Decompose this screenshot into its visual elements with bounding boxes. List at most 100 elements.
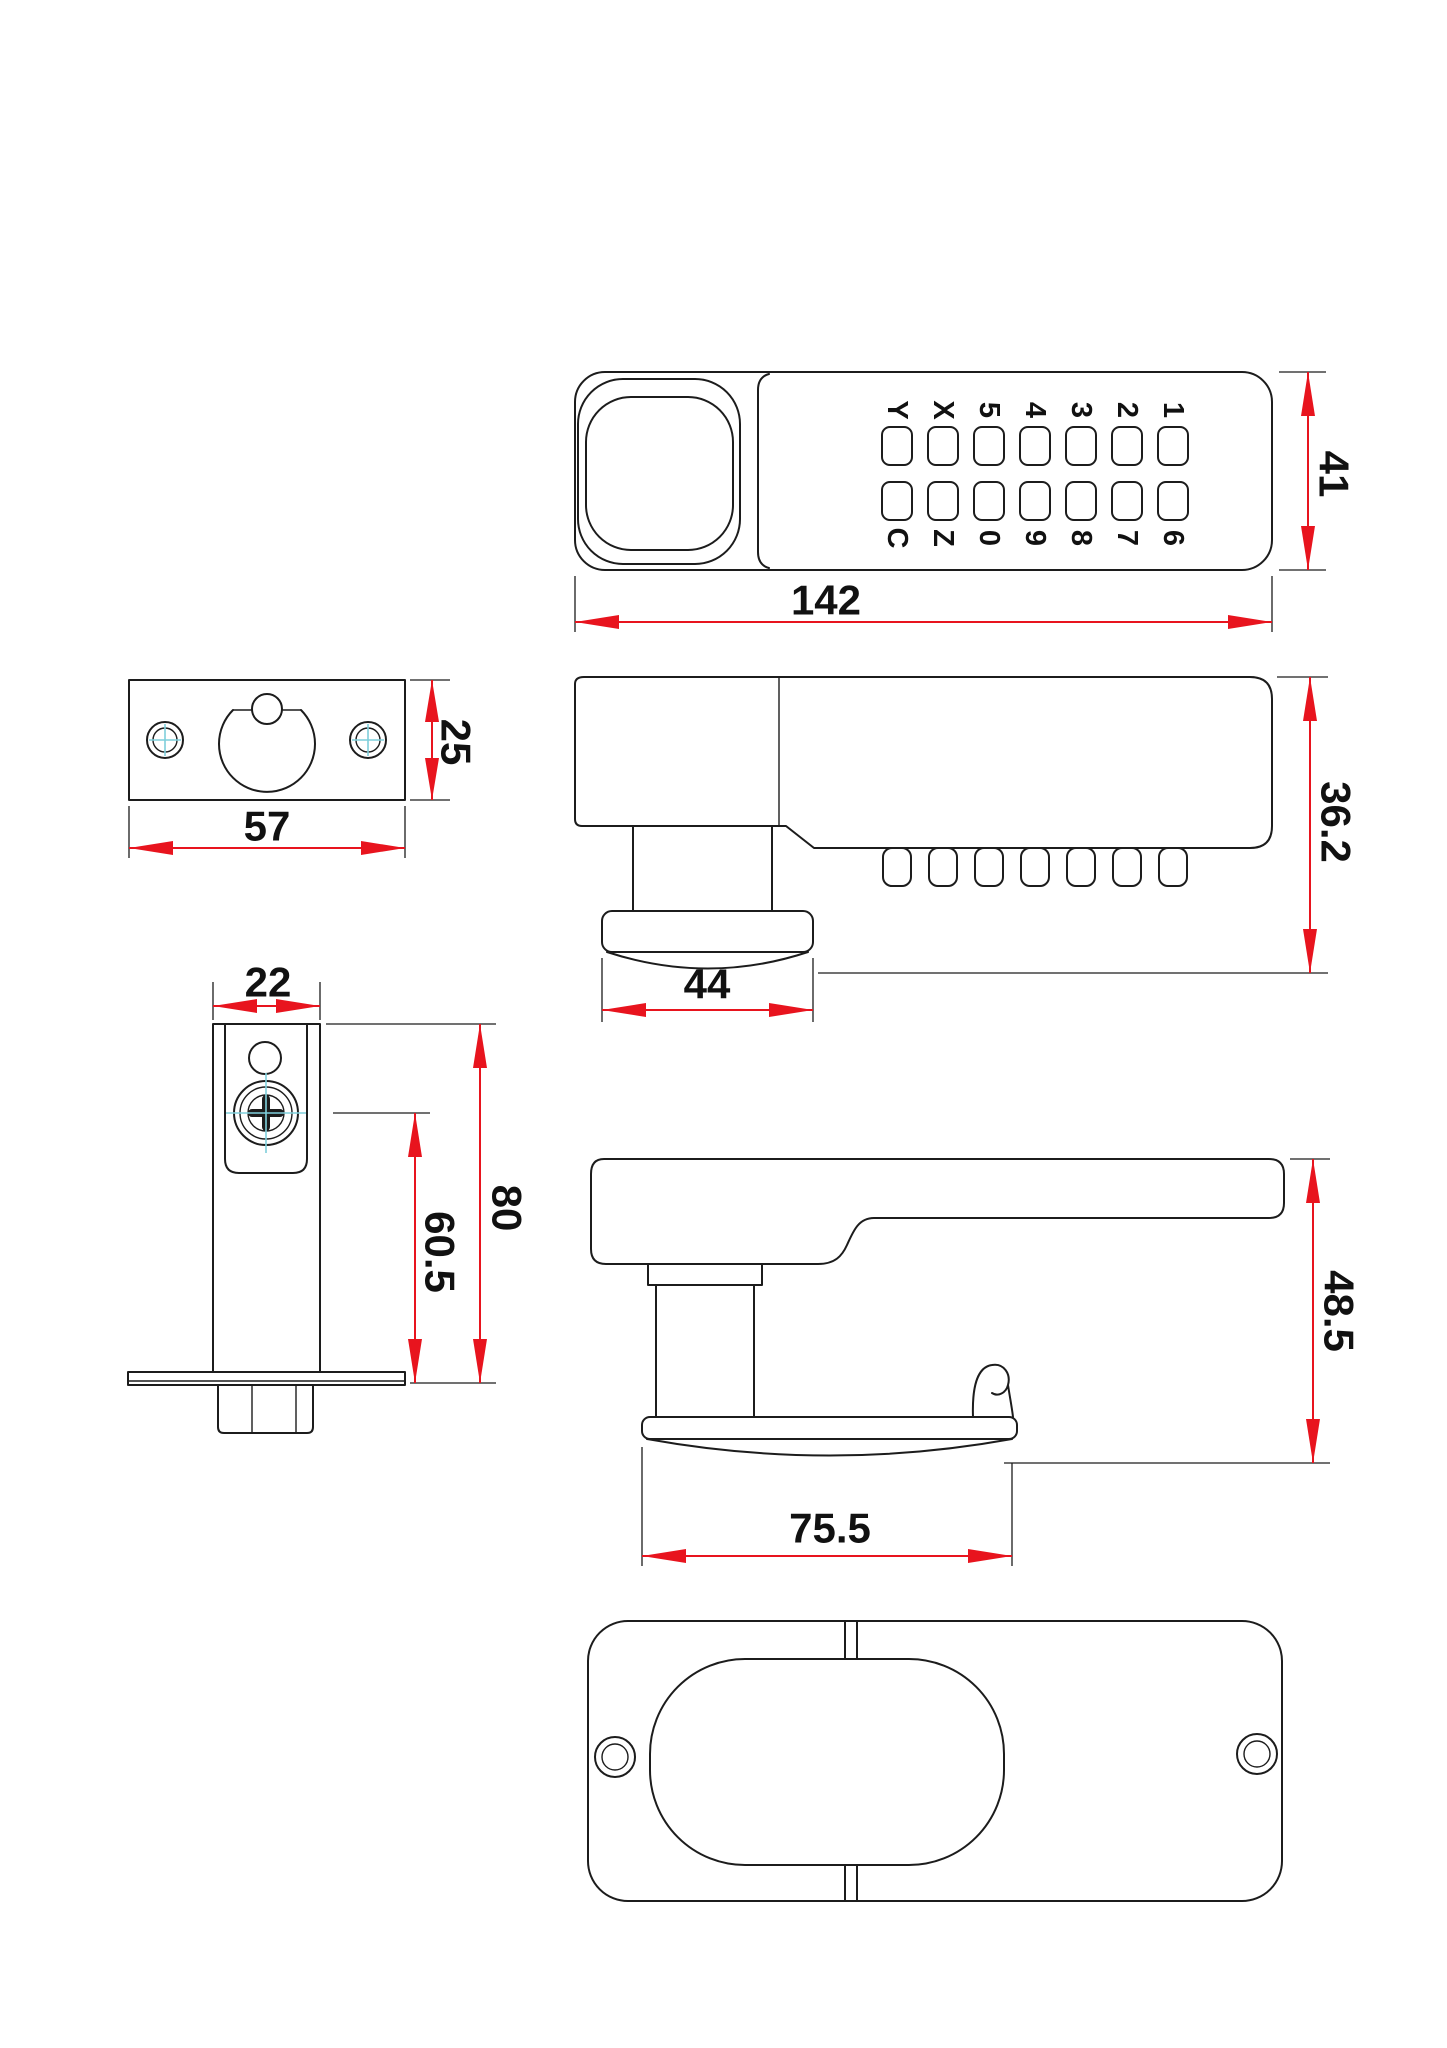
body-side-view: 36.2 44 bbox=[574, 676, 1360, 1022]
spindle-flange-outline bbox=[127, 1371, 406, 1386]
dimension-text: 22 bbox=[245, 959, 292, 1006]
button-stem bbox=[1020, 847, 1050, 887]
keypad-buttons-top-row bbox=[881, 426, 1189, 466]
key-label: 5 bbox=[973, 402, 1005, 418]
key-label: C bbox=[881, 528, 913, 549]
back-plate-view bbox=[587, 1620, 1283, 1902]
screw-hole bbox=[1236, 1733, 1278, 1775]
lever-collar bbox=[647, 1263, 763, 1286]
spindle-tail-block bbox=[217, 1384, 314, 1434]
key-label: 9 bbox=[1019, 530, 1051, 546]
keypad-button bbox=[1111, 426, 1143, 466]
button-stem bbox=[928, 847, 958, 887]
dimension-lever-depth: 48.5 bbox=[1004, 1158, 1363, 1464]
keypad-button bbox=[1065, 426, 1097, 466]
arrowhead-icon bbox=[1306, 1419, 1320, 1463]
spindle-side-view: 22 60.5 80 bbox=[127, 959, 531, 1434]
dimension-faceplate-length: 142 bbox=[574, 576, 1273, 632]
screw-hole bbox=[349, 721, 387, 759]
dimension-spindle-width: 22 bbox=[212, 959, 321, 1020]
key-label: X bbox=[927, 400, 959, 420]
body-outline bbox=[574, 676, 1273, 849]
keypad-button bbox=[1065, 481, 1097, 521]
arrowhead-icon bbox=[473, 1339, 487, 1383]
arrowhead-icon bbox=[473, 1024, 487, 1068]
key-label: Z bbox=[927, 529, 959, 547]
arrowhead-icon bbox=[129, 841, 173, 855]
crosshair-icon bbox=[352, 724, 384, 756]
button-stem bbox=[1066, 847, 1096, 887]
key-label: 1 bbox=[1157, 402, 1189, 418]
pin-hole bbox=[248, 1041, 282, 1075]
knob-divider-line bbox=[757, 373, 770, 569]
arrowhead-icon bbox=[425, 758, 439, 800]
key-label: 8 bbox=[1065, 530, 1097, 546]
back-plate-recess bbox=[649, 1658, 1005, 1866]
key-label: Y bbox=[881, 400, 913, 419]
key-label: 4 bbox=[1019, 402, 1051, 418]
split-lines bbox=[844, 1620, 858, 1902]
faceplate-outline bbox=[574, 371, 1273, 571]
dimension-text: 41 bbox=[1311, 451, 1358, 498]
keypad-button bbox=[927, 426, 959, 466]
phillips-screw bbox=[226, 1073, 306, 1153]
knob-flange-outline bbox=[601, 910, 814, 953]
strike-plate-outline bbox=[128, 679, 406, 801]
keypad-button bbox=[1019, 426, 1051, 466]
dimension-strike-width: 57 bbox=[128, 803, 406, 858]
keypad-buttons-bottom-row bbox=[881, 481, 1189, 521]
dimension-text: 57 bbox=[244, 803, 291, 850]
arrowhead-icon bbox=[602, 1003, 646, 1017]
keypad-button bbox=[881, 426, 913, 466]
keypad-labels-bottom-row: C Z 0 9 8 7 6 bbox=[881, 528, 1189, 549]
keypad-button bbox=[1111, 481, 1143, 521]
key-label: 3 bbox=[1065, 402, 1097, 418]
dimension-lever-length: 75.5 bbox=[641, 1447, 1013, 1566]
arrowhead-icon bbox=[408, 1339, 422, 1383]
arrowhead-icon bbox=[1301, 526, 1315, 570]
cutout-circle bbox=[251, 693, 283, 725]
arrowhead-icon bbox=[1301, 372, 1315, 416]
key-label: 0 bbox=[973, 530, 1005, 546]
keypad-button bbox=[1019, 481, 1051, 521]
arrowhead-icon bbox=[769, 1003, 813, 1017]
lever-handle-outline bbox=[590, 1158, 1285, 1265]
screw-hole bbox=[146, 721, 184, 759]
arrowhead-icon bbox=[408, 1113, 422, 1157]
crosshair-icon bbox=[149, 724, 181, 756]
rose-underside-arc bbox=[646, 1438, 1013, 1457]
strike-plate-view: 25 57 bbox=[128, 679, 480, 858]
dimension-spindle-length: 80 bbox=[326, 1023, 531, 1383]
key-label: 2 bbox=[1111, 402, 1143, 418]
dimension-text: 25 bbox=[433, 719, 480, 766]
button-stem bbox=[1112, 847, 1142, 887]
dimension-faceplate-width: 41 bbox=[1279, 371, 1358, 571]
dimension-text: 36.2 bbox=[1313, 781, 1360, 863]
button-stems bbox=[882, 847, 1188, 887]
keypad-button bbox=[973, 481, 1005, 521]
button-stem bbox=[882, 847, 912, 887]
lever-side-view: 48.5 75.5 bbox=[590, 1158, 1363, 1566]
dimension-text: 142 bbox=[791, 577, 861, 624]
turn-knob-outline bbox=[585, 396, 734, 551]
rose-plate-outline bbox=[641, 1416, 1018, 1440]
keypad-front-view: Y X 5 4 3 2 1 C Z 0 9 8 7 6 142 bbox=[574, 371, 1358, 632]
arrowhead-icon bbox=[1228, 615, 1272, 629]
arrowhead-icon bbox=[968, 1549, 1012, 1563]
dimension-text: 48.5 bbox=[1316, 1270, 1363, 1352]
arrowhead-icon bbox=[213, 999, 257, 1013]
keypad-button bbox=[1157, 426, 1189, 466]
tail-rib-lines bbox=[251, 1385, 297, 1433]
keypad-button bbox=[927, 481, 959, 521]
knob-bezel-outline bbox=[577, 378, 741, 565]
dimension-knob-diameter: 44 bbox=[601, 958, 814, 1022]
keypad-button bbox=[973, 426, 1005, 466]
dimension-text: 44 bbox=[684, 961, 731, 1008]
button-stem bbox=[1158, 847, 1188, 887]
latch-cutout-arc bbox=[218, 709, 316, 793]
arrowhead-icon bbox=[1306, 1159, 1320, 1203]
dimension-strike-height: 25 bbox=[410, 679, 480, 801]
keypad-button bbox=[1157, 481, 1189, 521]
latch-cutout bbox=[218, 693, 316, 793]
